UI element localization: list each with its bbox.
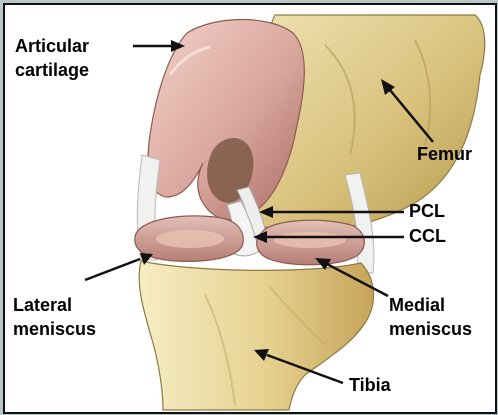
- label-pcl: PCL: [409, 199, 445, 223]
- label-pcl-text: PCL: [409, 201, 445, 221]
- label-lateral-line-2: meniscus: [13, 317, 96, 341]
- label-articular-line-1: Articular: [15, 34, 89, 58]
- label-articular-cartilage: Articular cartilage: [15, 34, 89, 82]
- label-medial-meniscus: Medial meniscus: [389, 293, 472, 341]
- label-lateral-meniscus: Lateral meniscus: [13, 293, 96, 341]
- tibia-bone: [139, 261, 373, 410]
- label-femur-text: Femur: [417, 144, 472, 164]
- label-ccl-text: CCL: [409, 226, 446, 246]
- label-medial-line-1: Medial: [389, 293, 472, 317]
- label-tibia: Tibia: [349, 373, 391, 397]
- label-ccl: CCL: [409, 224, 446, 248]
- label-femur: Femur: [417, 142, 472, 166]
- label-medial-line-2: meniscus: [389, 317, 472, 341]
- label-tibia-text: Tibia: [349, 375, 391, 395]
- diagram-frame: Articular cartilage Femur PCL CCL Latera…: [3, 3, 497, 414]
- label-articular-line-2: cartilage: [15, 58, 89, 82]
- label-lateral-line-1: Lateral: [13, 293, 96, 317]
